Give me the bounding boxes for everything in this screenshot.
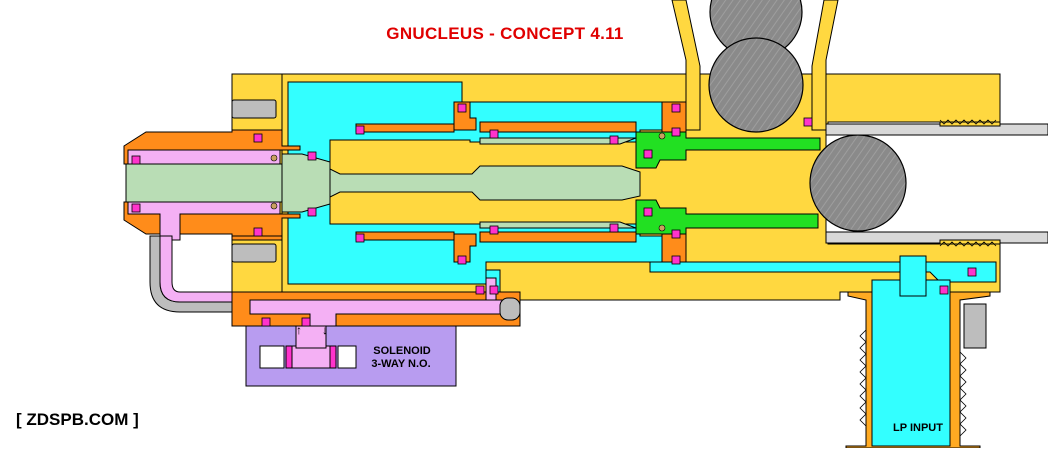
pins	[270, 132, 666, 232]
barrel	[825, 121, 1048, 245]
solenoid-body	[245, 325, 457, 387]
arrow-down-icon: ↓	[322, 323, 328, 337]
lp-input-label: LP INPUT	[893, 422, 943, 434]
credit-text: [ ZDSPB.COM ]	[16, 410, 139, 429]
valve-poppet	[635, 131, 821, 235]
arrow-up-icon: ↑	[296, 323, 302, 337]
regulator-threads	[859, 329, 967, 437]
solenoid-label-line1: SOLENOID	[373, 345, 431, 357]
chamber-seals	[355, 101, 687, 263]
paintball-mid	[708, 37, 804, 133]
barrel-threads	[939, 119, 997, 247]
paintballs	[708, 0, 907, 232]
diagram-title: GNUCLEUS - CONCEPT 4.11	[386, 24, 624, 43]
screws	[231, 99, 521, 321]
o-rings	[131, 103, 977, 327]
feed-neck	[671, 0, 839, 131]
lp-regulator	[845, 255, 991, 449]
paintball-chamber	[809, 134, 907, 232]
solenoid-label-line2: 3-WAY N.O.	[371, 358, 431, 370]
rear-air-channel	[127, 149, 281, 241]
